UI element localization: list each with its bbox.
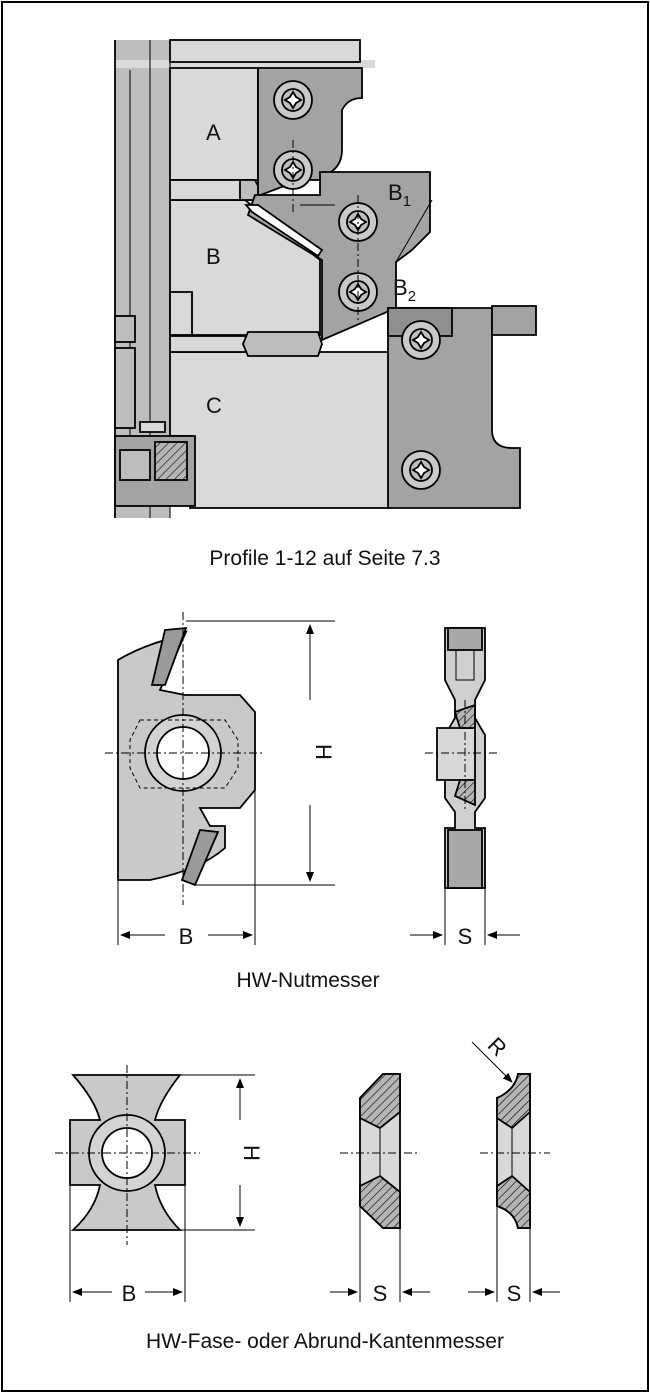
top-ring bbox=[169, 39, 361, 63]
label-b: B bbox=[206, 244, 221, 269]
nutmesser-front-view: H B bbox=[105, 612, 336, 949]
kanten-dim-h-label: H bbox=[239, 1145, 264, 1161]
nutmesser-caption: HW-Nutmesser bbox=[236, 969, 379, 992]
knife-plate-b bbox=[246, 171, 431, 342]
fase-side-view: S bbox=[330, 1073, 430, 1306]
label-b1: B1 bbox=[388, 180, 411, 210]
assembly-caption: Profile 1-12 auf Seite 7.3 bbox=[209, 547, 440, 570]
pin-lower bbox=[169, 335, 251, 353]
kantenmesser-caption: HW-Fase- oder Abrund-Kantenmesser bbox=[146, 1330, 504, 1353]
kanten-dim-b-label: B bbox=[122, 1281, 137, 1306]
dim-b-label: B bbox=[179, 924, 194, 949]
abrund-side-view: R S bbox=[468, 1032, 560, 1306]
fase-dim-s-label: S bbox=[373, 1281, 388, 1306]
cutting-tip-lower bbox=[180, 829, 220, 887]
label-c: C bbox=[206, 393, 222, 418]
label-a: A bbox=[206, 120, 221, 145]
dim-s-label: S bbox=[458, 924, 473, 949]
kantenmesser-front-view: H B bbox=[55, 1065, 264, 1306]
segment-c bbox=[169, 351, 391, 509]
knife-tab bbox=[491, 305, 537, 336]
label-b2: B2 bbox=[393, 275, 416, 305]
dim-h-label: H bbox=[311, 744, 336, 760]
cutterhead-assembly: A B C B1 B2 bbox=[114, 39, 537, 518]
pin-upper bbox=[169, 179, 251, 201]
abrund-dim-s-label: S bbox=[507, 1281, 522, 1306]
top-flange bbox=[115, 60, 375, 68]
cutting-tip-upper bbox=[150, 626, 188, 686]
nutmesser-side-view: S bbox=[410, 627, 520, 949]
